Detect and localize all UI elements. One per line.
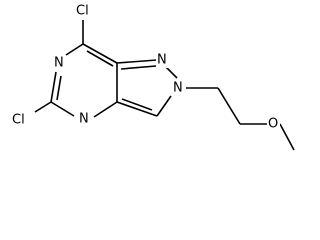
bond-c7a-n1 <box>116 59 158 64</box>
atom-cl-left: Cl <box>12 112 30 128</box>
bond-n4-c3a <box>93 101 118 118</box>
bonds <box>34 20 295 151</box>
atom-n6-label: N <box>54 56 64 71</box>
atom-o: O <box>267 116 280 132</box>
atom-n1-label: N <box>157 53 167 68</box>
bond-n6-c5 <box>50 71 57 103</box>
bond-n2-c3 <box>156 95 172 117</box>
bond-ch2-ch2 <box>217 87 241 125</box>
bond-c7a-n1-inner <box>120 65 157 70</box>
bond-c5-n4 <box>50 101 75 117</box>
bond-n1-n2 <box>165 66 178 79</box>
atom-n4-label: N <box>79 112 89 127</box>
atom-labels: Cl N Cl N N N O <box>12 3 280 132</box>
molecule-structure-diagram: Cl N Cl N N N O <box>12 3 295 151</box>
atom-n1: N <box>156 52 168 68</box>
bond-c7-c7a <box>82 43 118 64</box>
bond-c7-c7a-inner <box>86 50 114 67</box>
atom-n2: N <box>172 80 184 96</box>
bond-c3-c3a-inner <box>121 98 153 111</box>
atom-o-label: O <box>268 117 278 132</box>
atom-n2-label: N <box>173 81 183 96</box>
atom-cl-top: Cl <box>75 3 93 19</box>
bond-n6-c5-inner <box>56 75 62 101</box>
bond-c7-n6 <box>65 43 84 56</box>
bond-o-ch3 <box>279 123 295 151</box>
bond-c3-c3a <box>116 101 158 117</box>
atom-n4: N <box>78 111 90 127</box>
atom-cl-left-label: Cl <box>12 113 25 128</box>
atom-n6: N <box>53 55 65 71</box>
atom-cl-top-label: Cl <box>76 4 89 19</box>
bond-c5-cl-left <box>34 101 52 113</box>
